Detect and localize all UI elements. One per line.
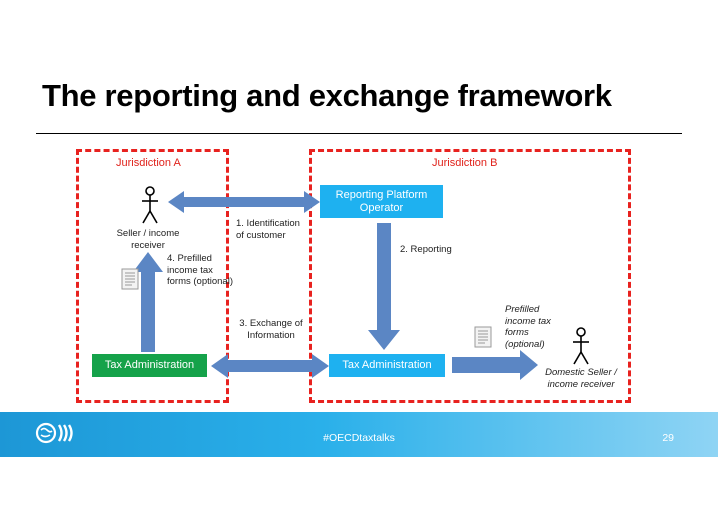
domestic-seller-label: Domestic Seller / income receiver — [545, 367, 617, 390]
tax-administration-a-label: Tax Administration — [104, 359, 195, 371]
jurisdiction-b-box — [309, 149, 631, 403]
jurisdiction-a-label: Jurisdiction A — [116, 157, 181, 169]
tax-administration-b-label: Tax Administration — [342, 359, 432, 371]
step-prefilled-a-label: 4. Prefilled income tax forms (optional) — [167, 253, 233, 287]
reporting-arrow — [368, 223, 400, 350]
step-reporting-label: 2. Reporting — [400, 244, 452, 255]
page-number: 29 — [662, 432, 674, 444]
prefilled-b-label: Prefilled income tax forms (optional) — [505, 304, 551, 350]
title-divider — [36, 133, 682, 134]
oecd-logo-icon — [35, 422, 73, 444]
reporting-platform-operator-node: Reporting Platform Operator — [320, 185, 443, 218]
tax-administration-a-node: Tax Administration — [92, 354, 207, 377]
footer-hashtag: #OECDtaxtalks — [323, 432, 395, 444]
step-exchange-label: 3. Exchange of Information — [239, 318, 303, 341]
document-icon — [474, 326, 492, 348]
page-title: The reporting and exchange framework — [42, 78, 612, 113]
prefilled-forms-arrow-a — [133, 252, 163, 352]
document-icon — [121, 268, 139, 290]
reporting-platform-operator-label: Reporting Platform Operator — [335, 188, 428, 214]
seller-label: Seller / income receiver — [116, 228, 180, 251]
jurisdiction-a-box — [76, 149, 229, 403]
identification-arrow — [168, 191, 320, 213]
exchange-arrow — [211, 354, 329, 378]
prefilled-forms-arrow-b — [452, 350, 538, 380]
jurisdiction-b-label: Jurisdiction B — [432, 157, 498, 169]
footer-bar — [0, 412, 718, 457]
domestic-seller-person-icon — [573, 327, 589, 365]
tax-administration-b-node: Tax Administration — [329, 354, 445, 377]
seller-person-icon — [142, 186, 158, 224]
step-identification-label: 1. Identification of customer — [236, 218, 300, 241]
